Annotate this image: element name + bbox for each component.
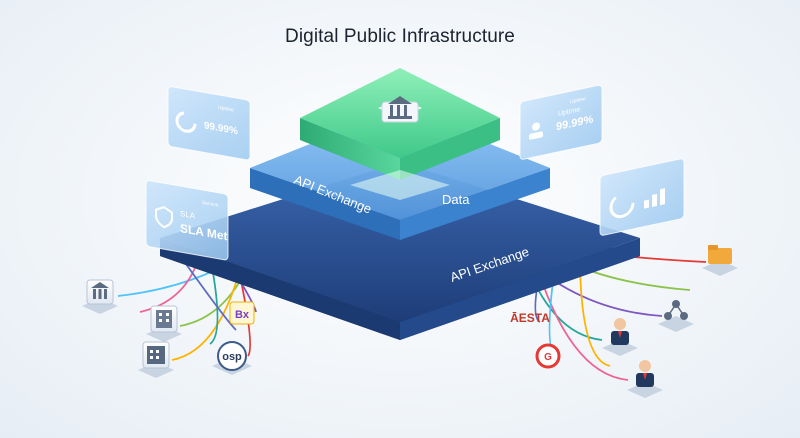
badge-right-b: G [544, 352, 552, 363]
node-left-1 [82, 279, 118, 314]
citizen-icon [636, 360, 654, 387]
badge-left-a: Bx [235, 309, 250, 321]
panel-mid-left: SLA SLA Met Service [145, 180, 229, 261]
network-icon [664, 300, 688, 320]
node-right-2 [658, 300, 694, 332]
badge-right-b-wrap: G [535, 343, 561, 369]
building-icon [147, 346, 165, 364]
panel-top-left: 99.99% Uptime [167, 86, 251, 161]
top-layer [300, 68, 500, 200]
bank-icon [378, 96, 422, 123]
panel-top-right-caption: Uptime [570, 96, 586, 105]
bank-icon [91, 282, 109, 299]
panel-top-right: Uptime 99.99% Uptime [519, 84, 603, 160]
node-right-4 [627, 360, 663, 398]
badge-right-a-wrap: ĀESTA [510, 311, 550, 325]
building-icon [156, 310, 172, 328]
panel-top-right-small: Uptime [558, 106, 580, 118]
panel-top-left-caption: Uptime [218, 105, 234, 114]
bottom-layer: API Exchange [160, 162, 640, 340]
panel-mid-right [599, 158, 685, 236]
person-icon [529, 122, 543, 140]
node-left-4: osp [212, 341, 252, 375]
citizen-icon [611, 318, 629, 345]
panel-mid-left-caption: Service [202, 200, 219, 209]
node-left-2 [146, 305, 182, 342]
badge-left-a-wrap: Bx [229, 301, 255, 325]
panel-mid-left-small: SLA [180, 209, 196, 221]
middle-layer-label-right: Data [442, 192, 470, 207]
connection-line-left [184, 241, 237, 331]
badge-left-b: osp [222, 351, 242, 363]
chart-icon [644, 188, 665, 209]
government-icon [217, 341, 247, 371]
node-left-3 [138, 341, 174, 378]
shield-icon [155, 206, 173, 229]
node-right-3 [602, 318, 638, 356]
page-title: Digital Public Infrastructure [285, 26, 515, 47]
badge-right-a: ĀESTA [510, 311, 550, 325]
folder-icon [708, 245, 732, 264]
node-right-1 [702, 245, 738, 276]
